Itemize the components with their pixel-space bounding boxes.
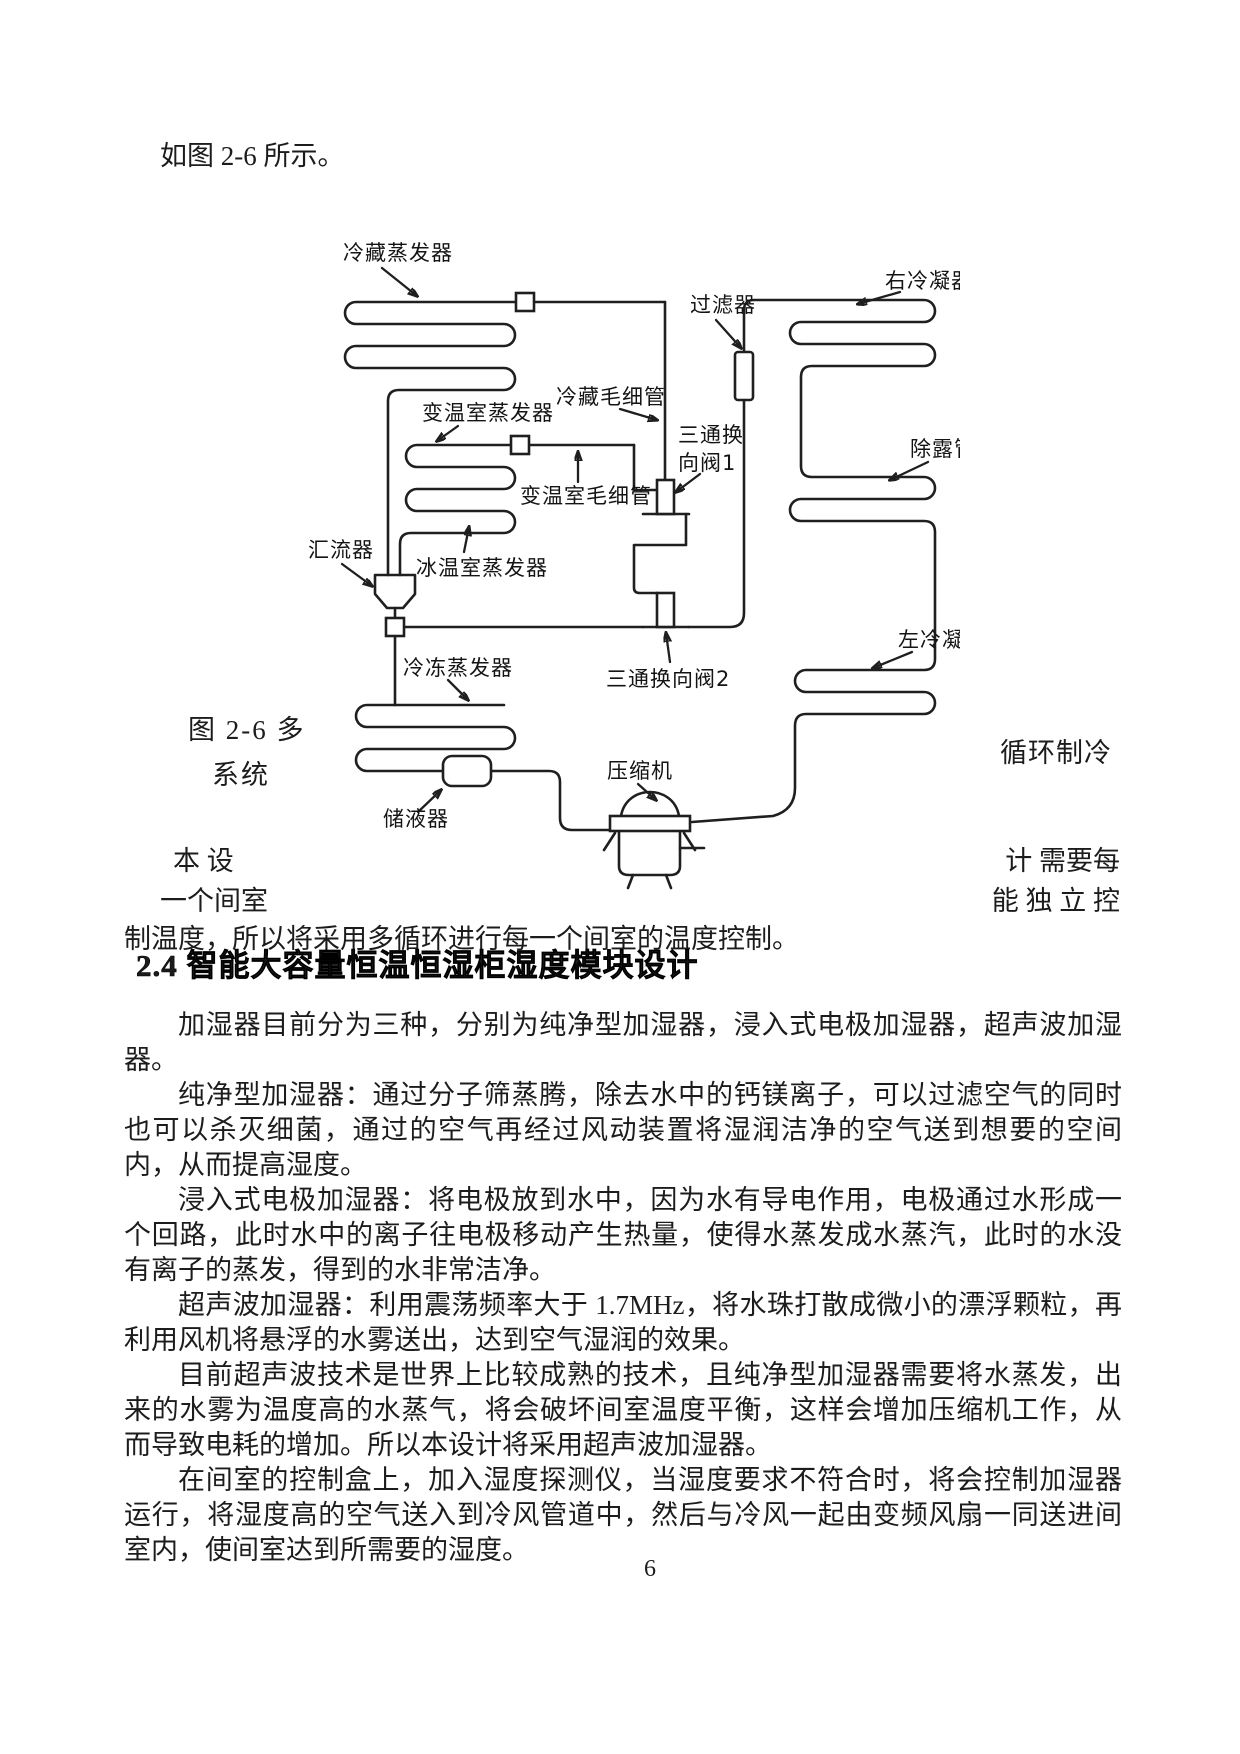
section-heading: 2.4 智能大容量恒温恒湿柜湿度模块设计: [136, 948, 699, 984]
compressor-ticks: [602, 831, 706, 852]
diagram-components: [384, 291, 755, 788]
manifold-funnel: [373, 573, 417, 610]
figure-caption-left-bottom: 系统: [212, 760, 270, 790]
figure-caption-left-top: 图 2-6 多: [188, 715, 306, 745]
paragraph-electrode-humidifier: 浸入式电极加湿器：将电极放到水中，因为水有导电作用，电极通过水形成一个回路，此时…: [124, 1185, 1122, 1285]
arrow-to-compressor: [636, 782, 656, 800]
label-left-condenser: 左冷凝器: [898, 628, 960, 652]
arrow-to-fridge-evaporator: [380, 266, 417, 296]
wrap-line2-right: 能 独 立 控: [991, 886, 1120, 916]
label-freezer-evaporator: 冷冻蒸发器: [403, 656, 513, 680]
wrap-line2-left: 一个间室: [160, 886, 268, 916]
arrow-to-right-condenser: [858, 290, 902, 304]
wrap-line1-left: 本 设: [173, 846, 234, 876]
valve2-to-filter-line: [687, 398, 746, 629]
diagram-arrows: [340, 266, 930, 814]
fridge-coil-connector: [514, 291, 536, 313]
arrow-to-freezer-evaporator: [446, 678, 468, 700]
paragraph-ultrasonic-humidifier: 超声波加湿器：利用震荡频率大于 1.7MHz，将水珠打散成微小的漂浮颗粒，再利用…: [124, 1290, 1122, 1355]
arrow-to-vartemp-evaporator: [437, 424, 460, 441]
arrow-to-accumulator: [416, 790, 441, 814]
label-fridge-capillary: 冷藏毛细管: [556, 385, 666, 409]
label-compressor: 压缩机: [607, 759, 673, 783]
accumulator-to-compressor-line: [489, 769, 614, 832]
paragraph-pure-humidifier: 纯净型加湿器：通过分子筛蒸腾，除去水中的钙镁离子，可以过滤空气的同时也可以杀灭细…: [124, 1080, 1122, 1180]
valve1-body: [655, 478, 676, 516]
label-dew-pipe: 除露管: [910, 437, 960, 461]
right-side-coils: [690, 298, 937, 824]
page-number: 6: [644, 1556, 656, 1582]
paragraph-humidifier-types: 加湿器目前分为三种，分别为纯净型加湿器，浸入式电极加湿器，超声波加湿器。: [124, 1010, 1122, 1075]
paragraph-technology-choice: 目前超声波技术是世界上比较成熟的技术，且纯净型加湿器需要将水蒸发，出来的水雾为温…: [124, 1360, 1122, 1460]
compressor-body: [617, 829, 682, 877]
arrow-to-left-condenser: [873, 650, 914, 668]
arrow-to-filter: [714, 318, 741, 348]
vartemp-ice-evaporator-coil: [398, 443, 636, 577]
diagram-pipes: [343, 298, 937, 890]
paragraph-control-box: 在间室的控制盒上，加入湿度探测仪，当湿度要求不符合时，将会控制加湿器运行，将湿度…: [124, 1465, 1122, 1565]
label-valve2: 三通换向阀2: [606, 667, 730, 691]
compressor-flange: [608, 814, 692, 833]
arrow-to-fridge-capillary: [618, 407, 657, 420]
refrigeration-diagram: 冷藏蒸发器 过滤器 右冷凝器 冷藏毛细管 三通换 向阀1 变温室蒸发器 除露管 …: [308, 241, 960, 890]
label-fridge-evaporator: 冷藏蒸发器: [343, 241, 453, 265]
arrow-to-valve1: [676, 472, 702, 492]
label-right-condenser: 右冷凝器: [885, 269, 960, 293]
diagram-labels: 冷藏蒸发器 过滤器 右冷凝器 冷藏毛细管 三通换 向阀1 变温室蒸发器 除露管 …: [308, 241, 960, 831]
label-vartemp-capillary: 变温室毛细管: [520, 484, 652, 508]
arrow-to-manifold: [340, 562, 372, 586]
arrow-to-ice-evaporator: [462, 527, 469, 554]
freezer-evaporator-coil: [354, 703, 517, 773]
valve1-to-valve2-zigzag: [632, 512, 688, 595]
accumulator-body: [441, 754, 493, 788]
arrow-to-dew-pipe: [890, 460, 930, 480]
label-ice-evaporator: 冰温室蒸发器: [416, 556, 548, 580]
label-accumulator: 储液器: [383, 807, 449, 831]
label-valve1-line1: 三通换: [678, 423, 744, 447]
filter-cylinder: [733, 350, 755, 402]
compressor-legs: [626, 873, 673, 890]
wrap-line1-right: 计 需要每: [1005, 846, 1120, 876]
label-valve1-line2: 向阀1: [678, 451, 736, 475]
arrow-to-valve2: [666, 633, 670, 664]
label-manifold: 汇流器: [308, 538, 374, 562]
body-paragraphs: 加湿器目前分为三种，分别为纯净型加湿器，浸入式电极加湿器，超声波加湿器。 纯净型…: [124, 1008, 1122, 1568]
intro-line: 如图 2-6 所示。: [160, 141, 345, 171]
wrap-line3: 制温度，所以将采用多循环进行每一个间室的温度控制。: [124, 924, 799, 954]
vartemp-capillary-line: [632, 443, 659, 492]
label-filter: 过滤器: [690, 293, 756, 317]
figure-caption-right: 循环制冷: [1000, 738, 1112, 768]
valve2-body: [655, 591, 676, 629]
vartemp-coil-connector: [509, 434, 531, 456]
fridge-evaporator-coil: [343, 300, 667, 577]
label-vartemp-evaporator: 变温室蒸发器: [422, 401, 554, 425]
manifold-connector: [384, 616, 406, 638]
